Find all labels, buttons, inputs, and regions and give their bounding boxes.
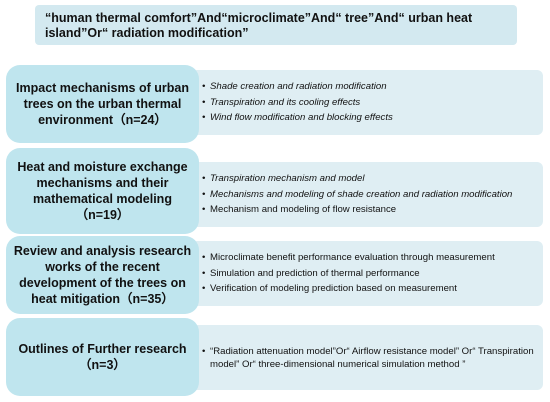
section-3-item: Simulation and prediction of thermal per… [202,266,537,282]
section-4-details: “Radiation attenuation model”Or“ Airflow… [191,325,543,390]
section-3-details: Microclimate benefit performance evaluat… [191,241,543,306]
section-2-item: Transpiration mechanism and model [202,171,537,187]
section-3-title: Review and analysis research works of th… [13,244,192,306]
section-1-title: Impact mechanisms of urban trees on the … [16,81,189,127]
section-1-item: Wind flow modification and blocking effe… [202,110,537,126]
section-1-title-box: Impact mechanisms of urban trees on the … [6,65,199,143]
search-query-text: “human thermal comfort”And“microclimate”… [45,11,473,40]
section-2-title-box: Heat and moisture exchange mechanisms an… [6,148,199,234]
section-2-item: Mechanisms and modeling of shade creatio… [202,187,537,203]
search-query-box: “human thermal comfort”And“microclimate”… [35,5,517,45]
section-2-title: Heat and moisture exchange mechanisms an… [17,160,188,222]
section-3-title-box: Review and analysis research works of th… [6,236,199,314]
section-4-title: Outlines of Further research （n=3） [18,342,187,372]
section-3-item: Microclimate benefit performance evaluat… [202,250,537,266]
section-2-item: Mechanism and modeling of flow resistanc… [202,202,537,218]
section-4-item: “Radiation attenuation model”Or“ Airflow… [202,345,537,371]
section-1-item: Shade creation and radiation modificatio… [202,79,537,95]
section-2-details: Transpiration mechanism and model Mechan… [191,162,543,227]
section-1-item: Transpiration and its cooling effects [202,95,537,111]
section-3-item: Verification of modeling prediction base… [202,281,537,297]
section-1-details: Shade creation and radiation modificatio… [191,70,543,135]
section-4-title-box: Outlines of Further research （n=3） [6,318,199,396]
